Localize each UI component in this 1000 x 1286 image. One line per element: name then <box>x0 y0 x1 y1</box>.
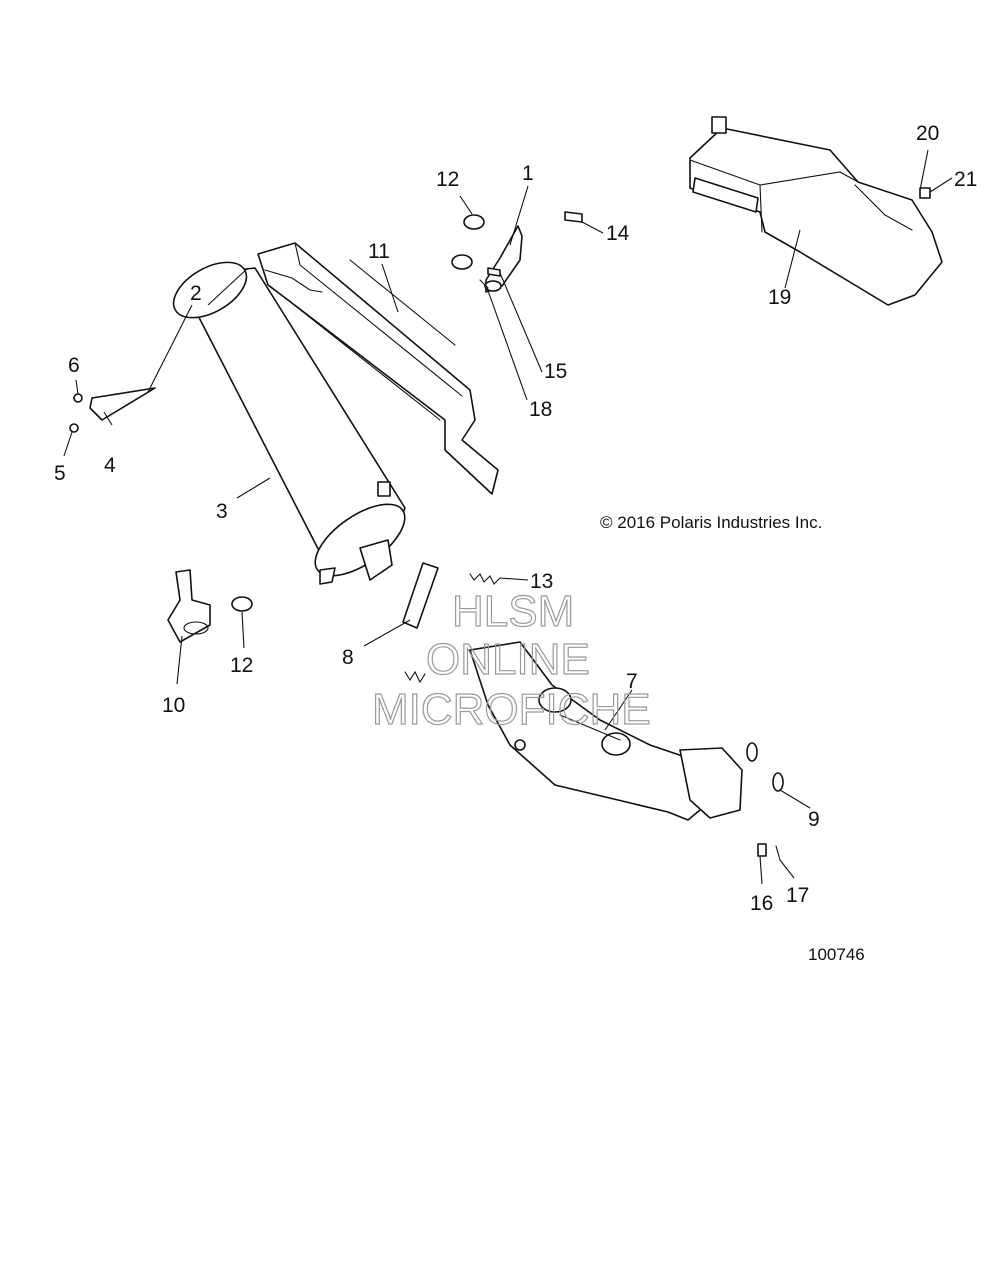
callout-16: 16 <box>750 892 773 915</box>
callout-18: 18 <box>529 398 552 421</box>
part-16-nut <box>757 843 767 857</box>
watermark-line-2: ONLINE <box>426 635 590 684</box>
part-19-heat-shield <box>689 116 943 306</box>
watermark-line-1: HLSM <box>452 587 574 636</box>
callout-2: 2 <box>190 282 202 305</box>
callout-8: 8 <box>342 646 354 669</box>
part-8-sleeve <box>402 562 439 629</box>
callout-20: 20 <box>916 122 939 145</box>
part-15-bolt <box>487 267 501 277</box>
watermark-line-3: MICROFICHE <box>372 685 651 734</box>
part-11-heat-shield <box>257 242 499 495</box>
callout-4: 4 <box>104 454 116 477</box>
callout-15: 15 <box>544 360 567 383</box>
callout-13: 13 <box>530 570 553 593</box>
callout-19: 19 <box>768 286 791 309</box>
callout-12-lower: 12 <box>230 654 253 677</box>
callout-3: 3 <box>216 500 228 523</box>
part-5-nut <box>69 423 79 433</box>
part-6-nut <box>73 393 83 403</box>
part-13-spring-upper <box>469 573 501 585</box>
callout-9: 9 <box>808 808 820 831</box>
callout-17: 17 <box>786 884 809 907</box>
callout-6: 6 <box>68 354 80 377</box>
part-7-header-pipe <box>469 641 743 821</box>
callout-5: 5 <box>54 462 66 485</box>
callout-11: 11 <box>368 240 390 263</box>
part-12-grommet-lower <box>231 596 253 612</box>
document-number: 100746 <box>808 945 865 964</box>
part-4-end-cap <box>89 387 156 421</box>
part-9-gasket <box>746 742 784 792</box>
part-3-muffler <box>172 261 406 585</box>
callout-1: 1 <box>522 162 534 185</box>
part-13-spring-lower <box>404 670 426 684</box>
leader-lines <box>63 149 953 885</box>
watermark: HLSM ONLINE MICROFICHE <box>371 586 651 734</box>
part-12-grommet-upper <box>451 214 485 270</box>
part-10-bracket <box>167 569 211 643</box>
callout-labels: 1 2 3 4 5 6 7 8 9 10 11 12 12 13 14 15 1… <box>54 122 977 915</box>
callout-10: 10 <box>162 694 185 717</box>
callout-7: 7 <box>626 670 638 693</box>
copyright-notice: © 2016 Polaris Industries Inc. <box>600 513 822 532</box>
callout-14: 14 <box>606 222 630 245</box>
callout-12-upper: 12 <box>436 168 459 191</box>
part-17-pin <box>775 845 781 861</box>
callout-21: 21 <box>954 168 977 191</box>
part-14-bolt <box>564 211 583 223</box>
